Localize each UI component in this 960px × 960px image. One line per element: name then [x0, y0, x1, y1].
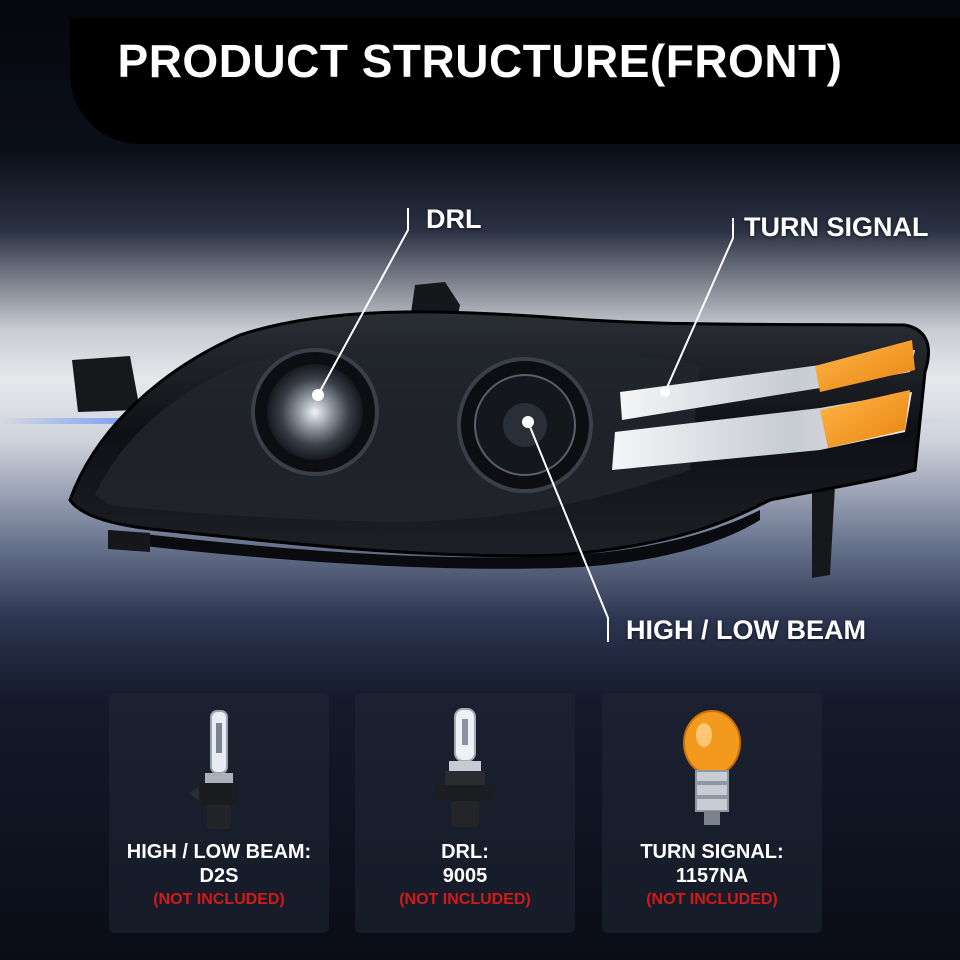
right-mount-leg [812, 468, 836, 578]
turn-signal-callout-dot [660, 387, 670, 397]
beam-callout-line [527, 421, 609, 642]
beam-callout-dot [523, 417, 533, 427]
page-title: PRODUCT STRUCTURE(FRONT) [117, 35, 843, 87]
drl-callout-dot [313, 390, 323, 400]
bulb-card-halogen: DRL: 9005 (NOT INCLUDED) [355, 693, 575, 933]
beam-callout-label: HIGH / LOW BEAM [626, 615, 866, 645]
drl-reflector [267, 364, 363, 460]
bulb-name: TURN SIGNAL: [640, 841, 784, 863]
hid-bulb-icon [189, 710, 239, 829]
left-connector [72, 356, 140, 412]
turn-signal-amber-lower [820, 390, 910, 448]
bulb-name: DRL: [441, 841, 489, 863]
header-banner [70, 18, 960, 144]
bulb-code: 9005 [442, 865, 488, 887]
turn-signal-callout-label: TURN SIGNAL [744, 212, 929, 242]
halogen-bulb-icon [433, 708, 497, 827]
bulb-code: D2S [199, 865, 239, 887]
drl-callout-line [317, 208, 409, 396]
bulb-name: HIGH / LOW BEAM: [126, 841, 312, 863]
amber-bulb-icon [683, 710, 741, 825]
bulb-note: (NOT INCLUDED) [153, 891, 285, 908]
bulb-code: 1157NA [675, 865, 749, 887]
drl-callout-label: DRL [426, 204, 482, 234]
bulb-note: (NOT INCLUDED) [646, 891, 778, 908]
bulb-card-amber: TURN SIGNAL: 1157NA (NOT INCLUDED) [602, 693, 822, 933]
turn-signal-callout-line [664, 218, 734, 393]
bottom-trim [110, 510, 760, 569]
bulb-note: (NOT INCLUDED) [399, 891, 531, 908]
turn-signal-amber-upper [815, 340, 915, 392]
bulb-card-hid: HIGH / LOW BEAM: D2S (NOT INCLUDED) [109, 693, 329, 933]
